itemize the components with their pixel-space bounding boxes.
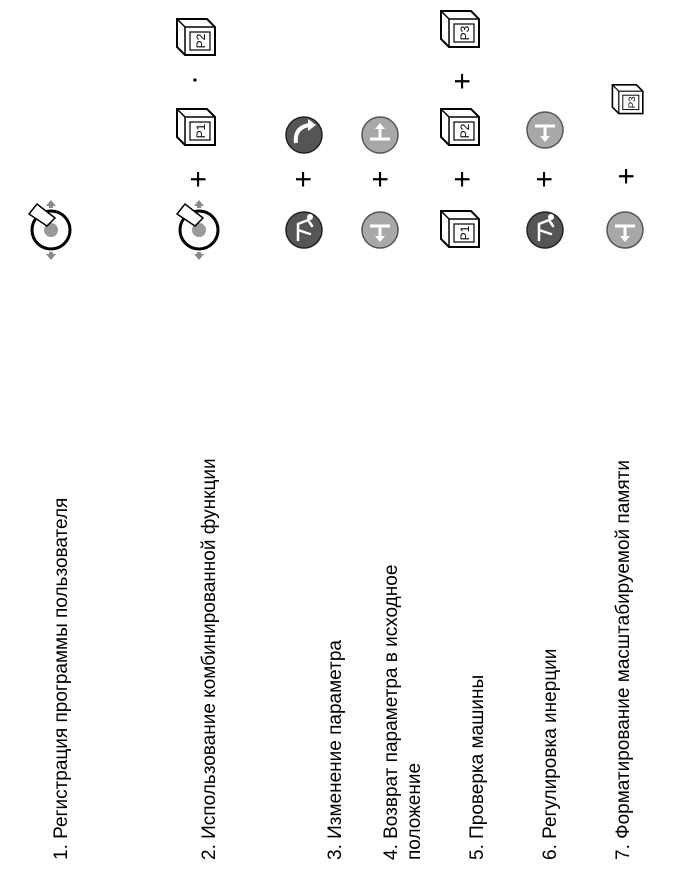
- memory-key-icon: P1: [440, 210, 480, 248]
- cut-down-icon: [526, 111, 564, 149]
- svg-text:P3: P3: [458, 25, 472, 40]
- plus-sign: +: [364, 170, 397, 188]
- memory-key-icon: P1: [176, 108, 216, 146]
- svg-text:P2: P2: [194, 33, 208, 48]
- cut-down-icon: [361, 211, 399, 249]
- svg-text:P3: P3: [627, 97, 638, 109]
- climber-icon: [285, 211, 323, 249]
- memory-key-icon: P3: [611, 84, 644, 115]
- memory-key-icon: P3: [440, 10, 480, 48]
- plus-sign: +: [287, 170, 320, 188]
- bow-arrow-icon: [285, 116, 323, 154]
- dot-separator: ·: [177, 75, 210, 85]
- svg-text:P1: P1: [194, 123, 208, 138]
- memory-key-icon: P2: [440, 108, 480, 146]
- memory-key-icon: P2: [176, 18, 216, 56]
- plus-sign: +: [528, 170, 561, 188]
- svg-text:P2: P2: [458, 123, 472, 138]
- cut-up-icon: [361, 116, 399, 154]
- svg-text:P1: P1: [458, 225, 472, 240]
- plus-sign: +: [446, 170, 479, 188]
- dial-icon: [27, 198, 72, 262]
- cut-down-icon: [606, 211, 644, 249]
- plus-sign: +: [610, 167, 643, 185]
- plus-sign: +: [446, 72, 479, 90]
- dial-icon: [175, 198, 220, 262]
- plus-sign: +: [182, 170, 215, 188]
- climber-icon: [526, 211, 564, 249]
